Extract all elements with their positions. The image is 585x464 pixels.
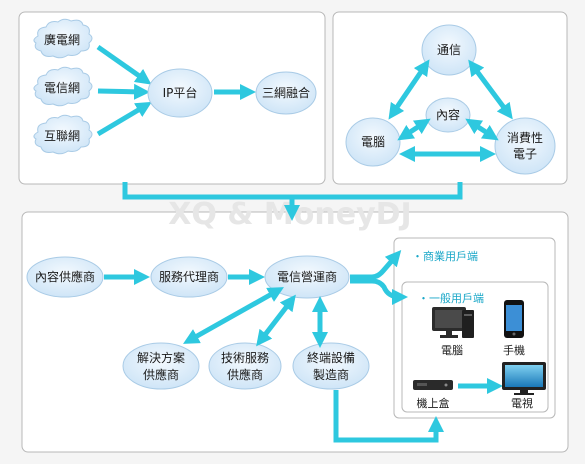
cloud-telecom-network: 電信網: [33, 66, 93, 107]
tech-service-provider-label-2: 供應商: [227, 367, 263, 382]
convergence-label: 三網融合: [262, 85, 310, 100]
ip-platform-label: IP平台: [163, 85, 198, 100]
arrow-manufacturer-to-devices: [333, 390, 445, 443]
tv-icon: [502, 362, 546, 395]
node-computer: [345, 117, 401, 167]
arrow-internet-to-ip: [96, 101, 152, 137]
arrow-communication-computer: [388, 59, 430, 120]
terminal-manufacturer-label-1: 終端設備: [307, 350, 355, 365]
cloud-label: 互聯網: [44, 129, 80, 143]
telecom-operator-label: 電信營運商: [277, 269, 337, 284]
device-tv-label: 電視: [511, 396, 533, 410]
node-communication: [421, 24, 477, 76]
arrow-operator-to-business: [350, 249, 402, 280]
node-tech-service-provider: [208, 342, 282, 390]
arrow-communication-consumer: [468, 59, 513, 120]
content-provider-label: 內容供應商: [35, 269, 95, 284]
settop-box-icon: [413, 380, 453, 390]
tech-service-provider-label-1: 技術服務: [221, 351, 269, 365]
business-user-label: ・商業用戶端: [412, 249, 478, 263]
node-consumer-electronics: [494, 117, 556, 175]
node-three-network-convergence: [255, 71, 317, 115]
arrow-broadcast-to-ip: [96, 44, 152, 85]
consumer-electronics-label-1: 消費性: [507, 130, 543, 145]
service-agent-label: 服務代理商: [159, 269, 219, 284]
device-phone-label: 手機: [503, 343, 525, 357]
general-user-label: ・一般用戶端: [418, 292, 484, 305]
solution-provider-label-2: 供應商: [143, 367, 179, 382]
arrow-telecom-to-ip: [97, 83, 150, 100]
content-label: 內容: [436, 107, 460, 122]
arrow-content-computer: [397, 118, 431, 141]
arrow-content-consumer: [465, 118, 499, 141]
communication-label: 通信: [437, 43, 461, 57]
device-settop-label: 機上盒: [417, 396, 450, 410]
consumer-electronics-label-2: 電子: [513, 147, 537, 161]
device-computer-label: 電腦: [441, 343, 463, 357]
cloud-label: 廣電網: [44, 33, 80, 47]
arrow-operator-to-general: [350, 278, 408, 305]
computer-label: 電腦: [361, 134, 385, 149]
terminal-manufacturer-label-2: 製造商: [313, 367, 349, 382]
cloud-internet: 互聯網: [33, 114, 93, 155]
node-ip-platform: [147, 68, 213, 118]
node-terminal-manufacturer: [292, 342, 370, 390]
cloud-broadcast-network: 廣電網: [33, 18, 93, 59]
phone-icon: [504, 300, 524, 338]
solution-provider-label-1: 解決方案: [137, 350, 185, 365]
node-telecom-operator: [264, 255, 350, 299]
computer-icon: [432, 307, 474, 338]
node-content-provider: [26, 256, 104, 298]
node-solution-provider: [122, 342, 200, 390]
cloud-label: 電信網: [44, 81, 80, 95]
arrow-tech-operator: [256, 294, 296, 347]
